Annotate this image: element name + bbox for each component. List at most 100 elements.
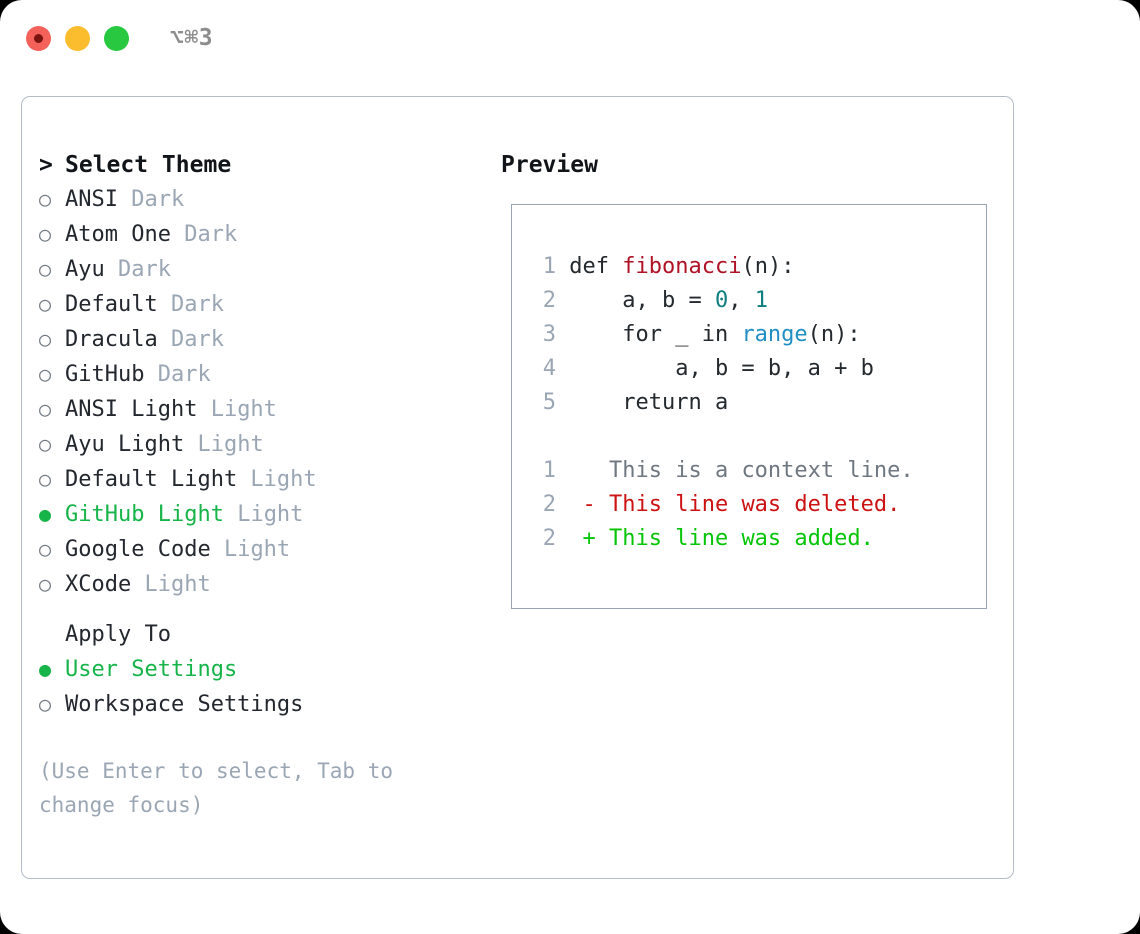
- diff-ctx-text: This is a context line.: [582, 458, 914, 483]
- radio-unselected-icon: ○: [39, 537, 52, 561]
- theme-variant-badge: Light: [131, 572, 211, 597]
- theme-option-github-light[interactable]: ● GitHub Light Light: [39, 497, 479, 532]
- theme-option-label: XCode: [65, 572, 132, 597]
- theme-list: ○ ANSI Dark ○ Atom One Dark ○ Ayu Dark ○ Defaul…: [39, 182, 479, 602]
- radio-unselected-icon: ○: [39, 362, 52, 386]
- theme-option-ansi[interactable]: ○ ANSI Dark: [39, 182, 479, 217]
- diff-line: 2 - This line was deleted.: [534, 488, 914, 522]
- theme-option-ansi-light[interactable]: ○ ANSI Light Light: [39, 392, 479, 427]
- theme-option-label: Default: [65, 292, 158, 317]
- diff-line: 2 + This line was added.: [534, 522, 914, 556]
- theme-option-label: ANSI: [65, 187, 118, 212]
- theme-option-atom-one[interactable]: ○ Atom One Dark: [39, 217, 479, 252]
- theme-option-label: GitHub Light: [65, 502, 224, 527]
- theme-option-dracula[interactable]: ○ Dracula Dark: [39, 322, 479, 357]
- theme-option-label: Ayu: [65, 257, 105, 282]
- theme-variant-badge: Light: [197, 397, 277, 422]
- code-token-num: 1: [754, 288, 768, 313]
- apply-option-label: User Settings: [65, 657, 238, 682]
- apply-option-label: Workspace Settings: [65, 692, 304, 717]
- theme-option-xcode[interactable]: ○ XCode Light: [39, 567, 479, 602]
- theme-option-google-code[interactable]: ○ Google Code Light: [39, 532, 479, 567]
- radio-unselected-icon: ○: [39, 467, 52, 491]
- line-number: 2: [542, 288, 556, 313]
- theme-variant-badge: Dark: [157, 327, 224, 352]
- code-line: 1 def fibonacci(n):: [534, 250, 914, 284]
- theme-option-ayu-light[interactable]: ○ Ayu Light Light: [39, 427, 479, 462]
- diff-del-text: - This line was deleted.: [582, 492, 901, 517]
- code-line: 2 a, b = 0, 1: [534, 284, 914, 318]
- line-number: 5: [542, 390, 556, 415]
- diff-add-text: + This line was added.: [582, 526, 874, 551]
- code-token-plain: for _ in: [569, 322, 742, 347]
- theme-variant-badge: Dark: [117, 187, 185, 212]
- theme-variant-badge: Dark: [144, 362, 211, 387]
- keyboard-hint-text: (Use Enter to select, Tab to change focu…: [39, 759, 394, 817]
- theme-option-label: ANSI Light: [65, 397, 198, 422]
- theme-variant-badge: Dark: [170, 222, 238, 247]
- apply-to-title: Apply To: [65, 622, 171, 647]
- apply-to-heading: Apply To: [39, 618, 479, 652]
- keyboard-shortcut-label: ⌥⌘3: [170, 25, 214, 51]
- theme-variant-badge: Dark: [104, 257, 171, 282]
- select-theme-title: Select Theme: [65, 152, 232, 178]
- code-token-fn: fibonacci: [622, 254, 742, 279]
- code-token-plain: ,: [728, 288, 755, 313]
- theme-variant-badge: Light: [223, 502, 304, 527]
- line-number: 2: [542, 492, 556, 517]
- theme-option-ayu[interactable]: ○ Ayu Dark: [39, 252, 479, 287]
- theme-variant-badge: Light: [184, 432, 264, 457]
- code-token-plain: return a: [569, 390, 729, 415]
- radio-selected-icon: ●: [39, 502, 52, 526]
- apply-option-user-settings[interactable]: ● User Settings: [39, 652, 479, 687]
- code-token-plain: a, b = b, a + b: [569, 356, 874, 381]
- theme-option-label: Default Light: [65, 467, 238, 492]
- section-spacer: [39, 602, 479, 618]
- radio-unselected-icon: ○: [39, 222, 52, 246]
- line-number: 1: [542, 458, 556, 483]
- focus-marker-icon: >: [39, 152, 53, 178]
- theme-option-github[interactable]: ○GitHub Dark: [39, 357, 479, 392]
- code-line: 3 for _ in range(n):: [534, 318, 914, 352]
- theme-option-label: Dracula: [65, 327, 158, 352]
- diff-line: 1 This is a context line.: [534, 454, 914, 488]
- apply-focus-marker-icon: [39, 618, 65, 652]
- theme-option-default-light[interactable]: ○ Default Light Light: [39, 462, 479, 497]
- apply-option-workspace-settings[interactable]: ○ Workspace Settings: [39, 687, 479, 722]
- minimize-window-button[interactable]: [65, 26, 90, 51]
- code-token-plain: def: [569, 254, 623, 279]
- traffic-lights: [26, 26, 129, 51]
- settings-panel: > Select Theme ○ ANSI Dark ○ Atom One Dark ○ A…: [21, 96, 1014, 879]
- radio-unselected-icon: ○: [39, 397, 52, 421]
- line-number: 2: [542, 526, 556, 551]
- radio-unselected-icon: ○: [39, 292, 52, 316]
- code-token-num: 0: [714, 288, 729, 313]
- radio-unselected-icon: ○: [39, 327, 52, 351]
- theme-option-label: Atom One: [65, 222, 171, 247]
- preview-gap: [534, 420, 914, 454]
- theme-option-default[interactable]: ○ Default Dark: [39, 287, 479, 322]
- theme-variant-badge: Light: [210, 537, 291, 562]
- theme-variant-badge: Light: [237, 467, 317, 492]
- code-line: 4 a, b = b, a + b: [534, 352, 914, 386]
- theme-variant-badge: Dark: [157, 292, 224, 317]
- code-token-plain: (n):: [741, 254, 795, 279]
- radio-unselected-icon: ○: [39, 432, 52, 456]
- line-number: 3: [542, 322, 556, 347]
- theme-option-label: Ayu Light: [65, 432, 185, 457]
- close-window-button[interactable]: [26, 26, 51, 51]
- code-token-call: range: [741, 322, 808, 347]
- apply-to-list: ● User Settings ○ Workspace Settings: [39, 652, 479, 722]
- theme-option-label: Google Code: [65, 537, 211, 562]
- radio-selected-icon: ●: [39, 657, 52, 681]
- radio-unselected-icon: ○: [39, 692, 52, 716]
- maximize-window-button[interactable]: [104, 26, 129, 51]
- code-token-plain: a, b =: [569, 288, 715, 313]
- radio-unselected-icon: ○: [39, 257, 52, 281]
- radio-unselected-icon: ○: [39, 572, 52, 596]
- code-line: 5 return a: [534, 386, 914, 420]
- preview-heading: Preview: [501, 152, 598, 178]
- radio-unselected-icon: ○: [39, 187, 52, 211]
